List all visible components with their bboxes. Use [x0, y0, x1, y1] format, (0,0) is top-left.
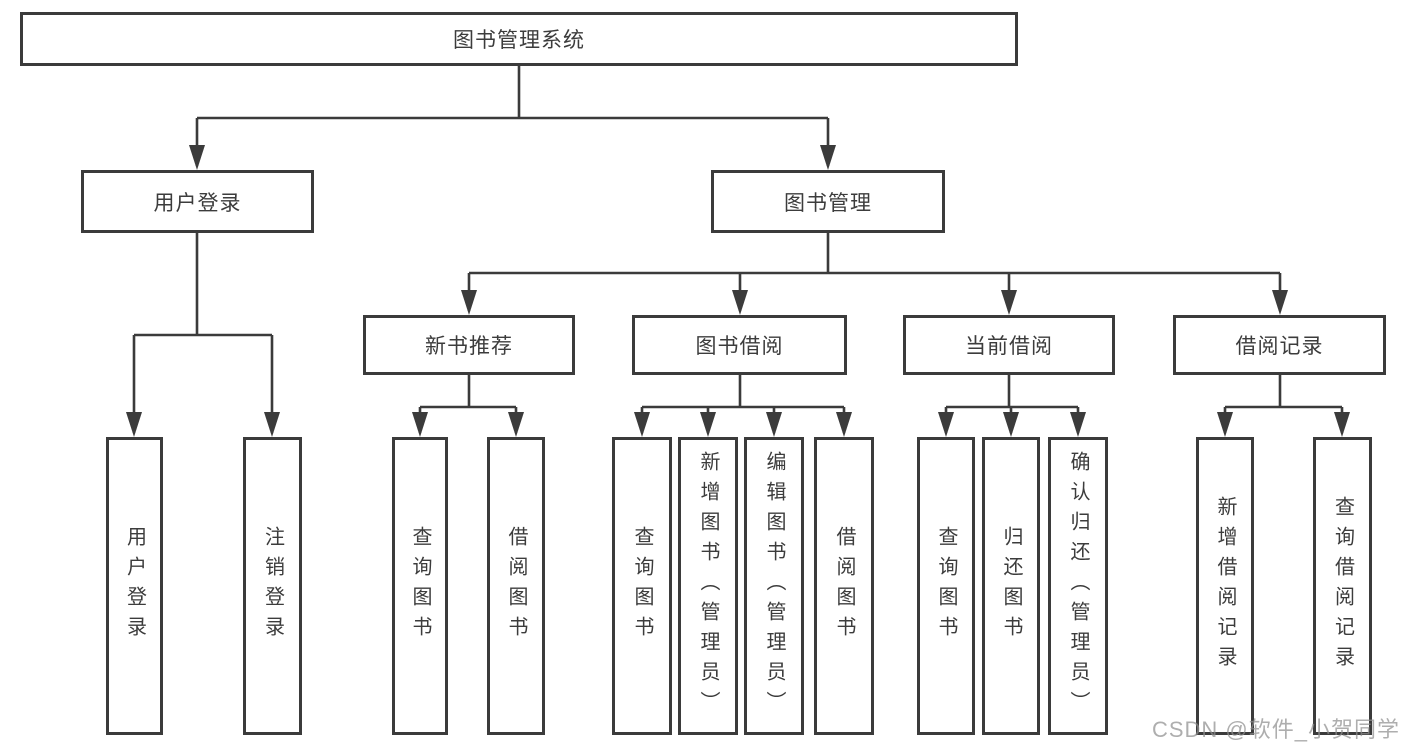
leaf-nb-borrow-books: 借阅图书	[487, 437, 545, 735]
leaf-user-login-action: 用户登录	[106, 437, 163, 735]
leaf-nb-borrow-books-label: 借阅图书	[505, 526, 527, 646]
node-current-borrowing-label: 当前借阅	[965, 335, 1053, 358]
leaf-rec-query-record-label: 查询借阅记录	[1331, 496, 1354, 676]
node-borrowing-records: 借阅记录	[1173, 315, 1386, 375]
leaf-rec-add-record: 新增借阅记录	[1196, 437, 1254, 735]
leaf-bb-edit-books-admin-label: 编辑图书（管理员）	[763, 451, 785, 721]
leaf-logout-action-label: 注销登录	[261, 526, 284, 646]
leaf-rec-query-record: 查询借阅记录	[1313, 437, 1372, 735]
leaf-bb-borrow-books-label: 借阅图书	[833, 526, 855, 646]
leaf-user-login-action-label: 用户登录	[123, 526, 146, 646]
leaf-bb-add-books-admin: 新增图书（管理员）	[678, 437, 738, 735]
leaf-logout-action: 注销登录	[243, 437, 302, 735]
node-book-management-label: 图书管理	[784, 191, 872, 215]
leaf-cb-return-books: 归还图书	[982, 437, 1040, 735]
node-borrowing-records-label: 借阅记录	[1235, 335, 1324, 358]
node-current-borrowing: 当前借阅	[903, 315, 1115, 375]
leaf-bb-query-books: 查询图书	[612, 437, 672, 735]
leaf-bb-query-books-label: 查询图书	[631, 526, 653, 646]
node-library-system: 图书管理系统	[20, 12, 1018, 66]
leaf-cb-query-books-label: 查询图书	[935, 526, 957, 646]
leaf-cb-query-books: 查询图书	[917, 437, 975, 735]
leaf-bb-edit-books-admin: 编辑图书（管理员）	[744, 437, 804, 735]
node-user-login: 用户登录	[81, 170, 314, 233]
node-new-book-recommend: 新书推荐	[363, 315, 575, 375]
leaf-nb-query-books-label: 查询图书	[409, 526, 431, 646]
arrowhead-icons	[126, 145, 1350, 437]
node-book-management: 图书管理	[711, 170, 945, 233]
node-book-borrowing-label: 图书借阅	[695, 335, 784, 358]
leaf-rec-add-record-label: 新增借阅记录	[1214, 496, 1236, 676]
leaf-cb-return-books-label: 归还图书	[1000, 526, 1022, 646]
leaf-nb-query-books: 查询图书	[392, 437, 448, 735]
node-book-borrowing: 图书借阅	[632, 315, 847, 375]
leaf-bb-borrow-books: 借阅图书	[814, 437, 874, 735]
leaf-cb-confirm-return-admin-label: 确认归还（管理员）	[1067, 451, 1089, 721]
node-new-book-recommend-label: 新书推荐	[425, 335, 513, 358]
leaf-bb-add-books-admin-label: 新增图书（管理员）	[697, 451, 719, 721]
node-library-system-label: 图书管理系统	[453, 29, 585, 52]
leaf-cb-confirm-return-admin: 确认归还（管理员）	[1048, 437, 1108, 735]
node-user-login-label: 用户登录	[153, 191, 242, 215]
